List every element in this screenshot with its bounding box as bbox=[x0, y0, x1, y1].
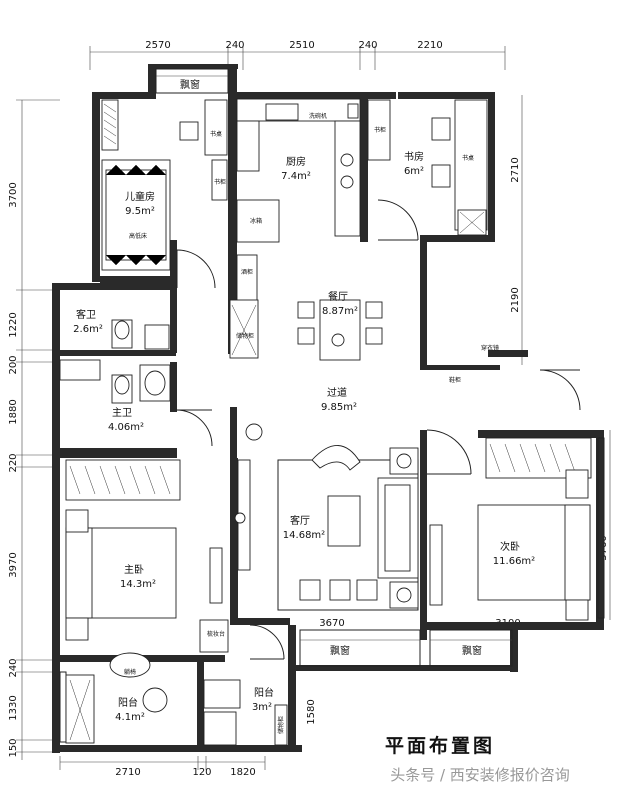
dim-inner-5: 1580 bbox=[306, 699, 317, 724]
master-bedroom-area: 14.3m² bbox=[120, 579, 156, 590]
dim-left-2: 1220 bbox=[8, 312, 19, 337]
living-name: 客厅 bbox=[290, 514, 310, 527]
watermark: 头条号 / 西安装修报价咨询 bbox=[390, 766, 570, 784]
dim-left-6: 3970 bbox=[8, 552, 19, 577]
washer-label: 洗碗机 bbox=[309, 112, 327, 120]
kids-room-furniture bbox=[101, 99, 228, 271]
dim-bottom-3: 1820 bbox=[230, 767, 255, 778]
dim-inner-2: 3670 bbox=[319, 618, 344, 629]
dim-left-5: 220 bbox=[8, 453, 19, 472]
kitchen-furniture bbox=[229, 98, 361, 359]
doors bbox=[175, 199, 581, 660]
kids-room-area: 9.5m² bbox=[125, 206, 155, 217]
dim-bottom-1: 2710 bbox=[115, 767, 140, 778]
living-area: 14.68m² bbox=[283, 530, 325, 541]
corridor-name: 过道 bbox=[327, 386, 347, 399]
fridge-label: 冰箱 bbox=[250, 217, 262, 225]
dim-left-3: 200 bbox=[8, 355, 19, 374]
dining-name: 餐厅 bbox=[328, 290, 348, 303]
makeup-label: 梳妆台 bbox=[207, 630, 225, 638]
dining-set bbox=[297, 299, 383, 361]
dim-left-4: 1880 bbox=[8, 399, 19, 424]
dining-area: 8.87m² bbox=[322, 306, 358, 317]
balcony-right-name: 阳台 bbox=[254, 686, 274, 699]
dim-top-5: 2210 bbox=[417, 40, 442, 51]
dim-right-2: 2190 bbox=[510, 287, 521, 312]
guest-bath-area: 2.6m² bbox=[73, 324, 103, 335]
dim-top-2: 240 bbox=[225, 40, 244, 51]
desk-kids-label: 书桌 bbox=[210, 130, 222, 138]
dim-top-4: 240 bbox=[358, 40, 377, 51]
bay-window-living-label: 飘窗 bbox=[330, 644, 350, 657]
bay-windows bbox=[59, 68, 605, 743]
kitchen-name: 厨房 bbox=[286, 155, 306, 168]
dim-right-1: 2710 bbox=[510, 157, 521, 182]
balcony-left-name: 阳台 bbox=[118, 696, 138, 709]
wardrobe-entry-label: 穿衣镜 bbox=[481, 344, 499, 352]
cabinet-label: 酒柜 bbox=[241, 268, 253, 276]
dim-bottom-2: 120 bbox=[192, 767, 211, 778]
dim-left-8: 1330 bbox=[8, 695, 19, 720]
balcony-left-area: 4.1m² bbox=[115, 712, 145, 723]
plan-title: 平面布置图 bbox=[385, 734, 495, 757]
balcony-cabinet-label: 储物柜 bbox=[277, 716, 285, 734]
bay-window-top-label: 飘窗 bbox=[180, 78, 200, 91]
master-bedroom-furniture bbox=[65, 459, 229, 653]
balcony-furniture bbox=[65, 652, 288, 746]
second-bedroom-name: 次卧 bbox=[500, 540, 520, 553]
master-bedroom-name: 主卧 bbox=[124, 563, 144, 576]
corridor-area: 9.85m² bbox=[321, 402, 357, 413]
shoe-cabinet-label: 鞋柜 bbox=[449, 376, 461, 384]
master-bath-name: 主卫 bbox=[112, 407, 132, 419]
lounge-label: 躺椅 bbox=[124, 668, 136, 676]
guest-bath-name: 客卫 bbox=[76, 308, 96, 321]
dim-left-9: 150 bbox=[8, 738, 19, 757]
second-bedroom-furniture bbox=[429, 437, 592, 621]
second-bedroom-area: 11.66m² bbox=[493, 556, 535, 567]
balcony-right-area: 3m² bbox=[252, 702, 272, 713]
desk-study-label: 书桌 bbox=[462, 154, 474, 162]
furniture-labels: 飘窗 飘窗 飘窗 书桌 书桌 书柜 书柜 高低床 洗碗机 冰箱 酒柜 储物柜 鞋… bbox=[124, 78, 499, 734]
study-area: 6m² bbox=[404, 166, 424, 177]
study-name: 书房 bbox=[404, 150, 424, 163]
bathroom-fixtures bbox=[59, 319, 171, 404]
dim-top-1: 2570 bbox=[145, 40, 170, 51]
dim-top-3: 2510 bbox=[289, 40, 314, 51]
bay-window-bedroom-label: 飘窗 bbox=[462, 644, 482, 657]
loft-bed-label: 高低床 bbox=[129, 232, 147, 240]
kitchen-area: 7.4m² bbox=[281, 171, 311, 182]
master-bath-area: 4.06m² bbox=[108, 422, 144, 433]
dim-left-1: 3700 bbox=[8, 182, 19, 207]
kids-room-name: 儿童房 bbox=[125, 190, 155, 203]
bookcase-kids-label: 书柜 bbox=[214, 178, 226, 186]
storage-label: 储物柜 bbox=[236, 332, 254, 340]
room-labels: 儿童房 9.5m² 厨房 7.4m² 书房 6m² 客卫 2.6m² 餐厅 8.… bbox=[73, 150, 535, 723]
bookcase-study-label: 书柜 bbox=[374, 126, 386, 134]
dim-left-7: 240 bbox=[8, 658, 19, 677]
study-furniture bbox=[367, 99, 488, 236]
living-furniture bbox=[234, 423, 419, 611]
